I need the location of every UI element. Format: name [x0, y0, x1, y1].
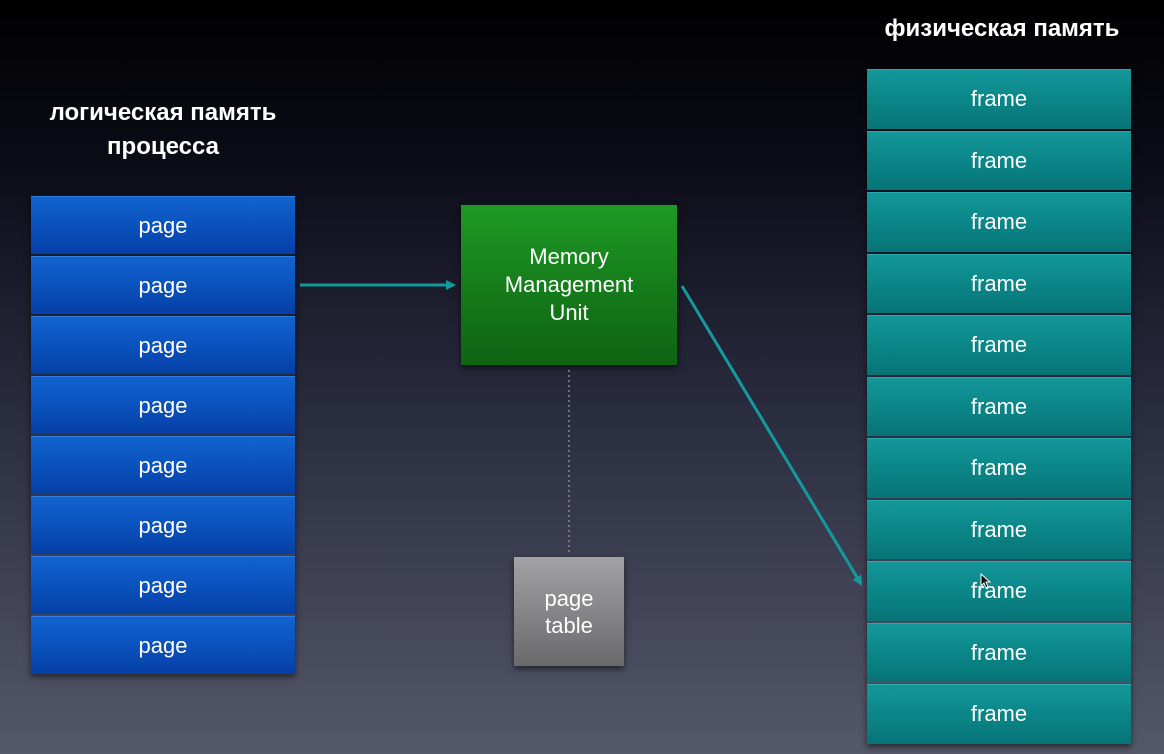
page-block: page [31, 196, 295, 254]
frame-block: frame [867, 315, 1131, 375]
frame-block: frame [867, 130, 1131, 190]
mmu-label-line: Unit [549, 300, 589, 325]
page-block: page [31, 376, 295, 434]
page-block: page [31, 436, 295, 494]
page-block: page [31, 256, 295, 314]
frame-block: frame [867, 622, 1131, 682]
frame-block: frame [867, 561, 1131, 621]
frame-block: frame [867, 438, 1131, 498]
page-table: page table [514, 557, 624, 666]
frame-block: frame [867, 253, 1131, 313]
mmu-label-line: Management [504, 272, 634, 297]
page-block: page [31, 616, 295, 674]
page-table-label-line: page [544, 585, 594, 611]
mmu-label-line: Memory [529, 244, 609, 269]
page-block: page [31, 316, 295, 374]
page-block: page [31, 556, 295, 614]
frame-block: frame [867, 684, 1131, 744]
frame-block: frame [867, 69, 1131, 129]
logical-memory-title-line: логическая память [49, 99, 277, 126]
physical-memory-frames: frame frame frame frame frame frame fram… [867, 69, 1131, 744]
mouse-pointer-icon [980, 573, 992, 589]
page-table-label-line: table [545, 612, 593, 638]
frame-block: frame [867, 499, 1131, 559]
logical-memory-title: логическая память процесса [18, 96, 308, 164]
frame-block: frame [867, 376, 1131, 436]
logical-memory-title-line: процесса [107, 133, 219, 160]
memory-management-unit: Memory Management Unit [461, 205, 677, 365]
physical-memory-title: физическая память [884, 15, 1120, 42]
logical-memory-pages: page page page page page page page page [31, 196, 295, 674]
mmu-to-frame-arrow [680, 285, 863, 586]
frame-block: frame [867, 192, 1131, 252]
page-block: page [31, 496, 295, 554]
